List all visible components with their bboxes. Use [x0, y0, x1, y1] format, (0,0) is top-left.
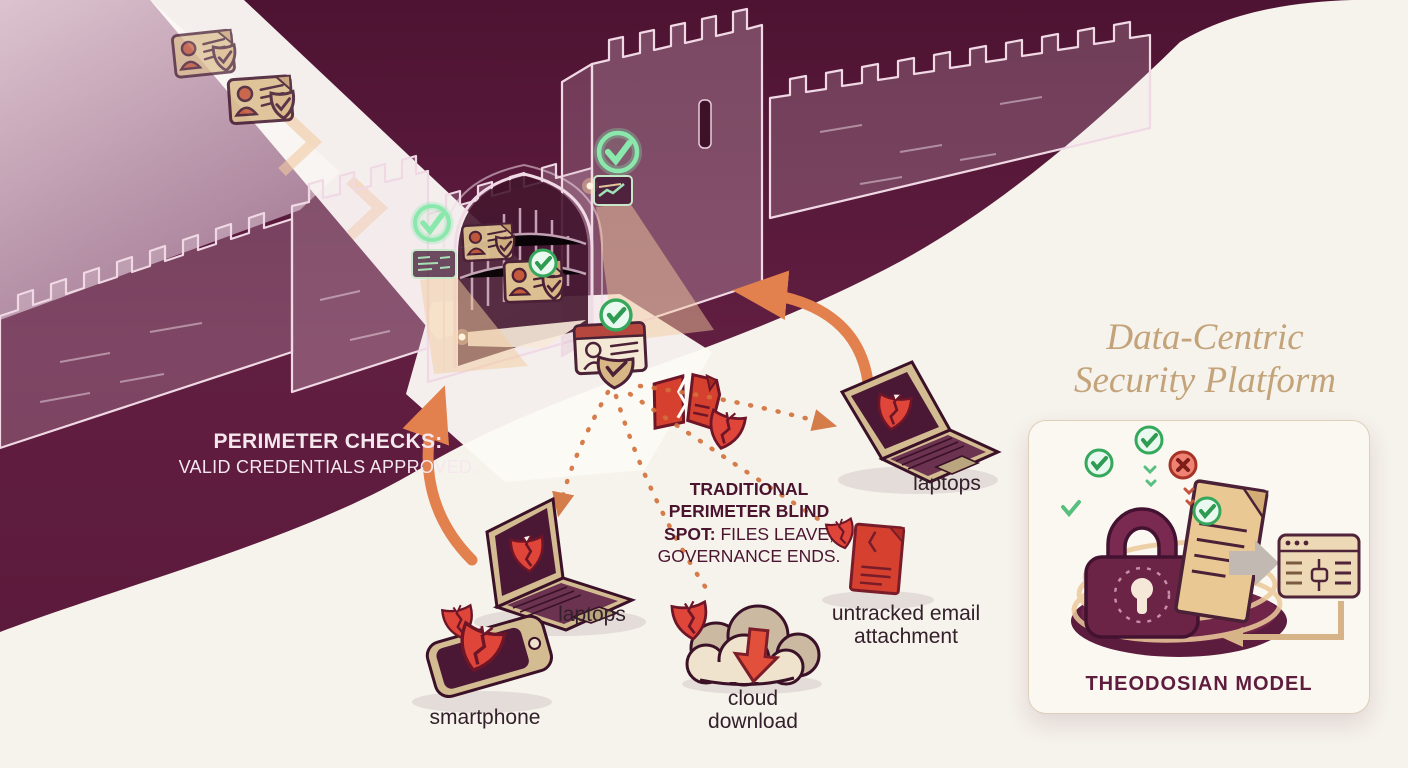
trail-to-cloud	[613, 393, 709, 591]
scanner-beam-left	[420, 276, 528, 374]
gate-lamp2-core	[586, 182, 594, 190]
smartphone-label: smartphone	[429, 706, 541, 729]
email-attachment-icon	[822, 515, 934, 609]
trail-to-right-laptop	[637, 383, 838, 431]
scanner-panel-right	[593, 175, 633, 206]
cloud-download-label: cloud download	[708, 687, 798, 734]
smartphone-icon	[412, 602, 553, 713]
wall-checkmark-icon	[415, 206, 449, 240]
policy-reject-icon	[1168, 450, 1198, 480]
left-gate-tower	[290, 154, 430, 394]
perimeter-checks-title: PERIMETER CHECKS:	[213, 430, 443, 453]
policy-check-icons	[1061, 425, 1222, 526]
gate-lamp-core	[458, 333, 466, 341]
laptop-left-label: laptops	[558, 603, 626, 626]
credential-badges	[170, 28, 648, 390]
escape-arrows	[402, 270, 874, 566]
theodosian-model-panel: THEODOSIAN MODEL	[1028, 420, 1370, 714]
blind-spot-caption: TRADITIONAL PERIMETER BLIND SPOT: FILES …	[645, 478, 853, 568]
escape-arrow-right	[732, 270, 874, 388]
perimeter-checks-caption: PERIMETER CHECKS: VALID CREDENTIALS APPR…	[178, 430, 478, 478]
wall-checkmark-icon	[599, 133, 637, 171]
drip-chevrons	[1143, 465, 1157, 488]
approved-check-icon	[601, 300, 631, 330]
platform-title: Data-Centric Security Platform	[1030, 316, 1380, 403]
email-attachment-label: untracked email attachment	[831, 602, 981, 649]
perimeter-checks-subtitle: VALID CREDENTIALS APPROVED.	[178, 457, 478, 477]
trail-to-left-laptop	[552, 389, 611, 518]
sky	[0, 0, 340, 320]
arch-outline	[453, 172, 594, 368]
download-arrow-icon	[732, 627, 781, 684]
approved-shield-icon	[596, 355, 635, 390]
id-badge-icon	[170, 28, 239, 79]
feedback-arrow	[1221, 601, 1344, 647]
left-wall	[0, 211, 294, 450]
wall-bricks	[39, 96, 1043, 403]
platform-title-line1: Data-Centric	[1106, 317, 1304, 358]
check-glyph	[1061, 500, 1081, 518]
dashed-data-trails	[552, 383, 841, 591]
cloud-download-icon	[670, 598, 822, 694]
drip-chevrons-red	[1183, 487, 1195, 507]
id-badge-icon	[226, 74, 297, 126]
model-caption: THEODOSIAN MODEL	[1085, 673, 1313, 695]
blind-spot-title: TRADITIONAL PERIMETER BLIND SPOT:	[664, 479, 830, 544]
blind-spot-body: FILES LEAVE, GOVERNANCE ENDS.	[657, 523, 841, 567]
policy-window-icon	[1277, 533, 1361, 599]
escape-arrow-left	[402, 385, 478, 566]
laptop-right-icon	[838, 360, 1002, 494]
scanner-panel-left	[411, 249, 457, 279]
approved-check-icon	[528, 248, 558, 278]
platform-title-line2: Security Platform	[1073, 360, 1337, 402]
flow-arrow	[1229, 540, 1279, 586]
id-badge-icon	[460, 222, 517, 263]
right-wall	[768, 20, 1152, 220]
trail-to-email	[627, 391, 841, 535]
right-gate-tower	[590, 7, 764, 340]
data-centric-illustration	[1061, 425, 1361, 657]
arrow-slit	[698, 99, 712, 149]
laptop-right-label: laptops	[913, 472, 981, 495]
